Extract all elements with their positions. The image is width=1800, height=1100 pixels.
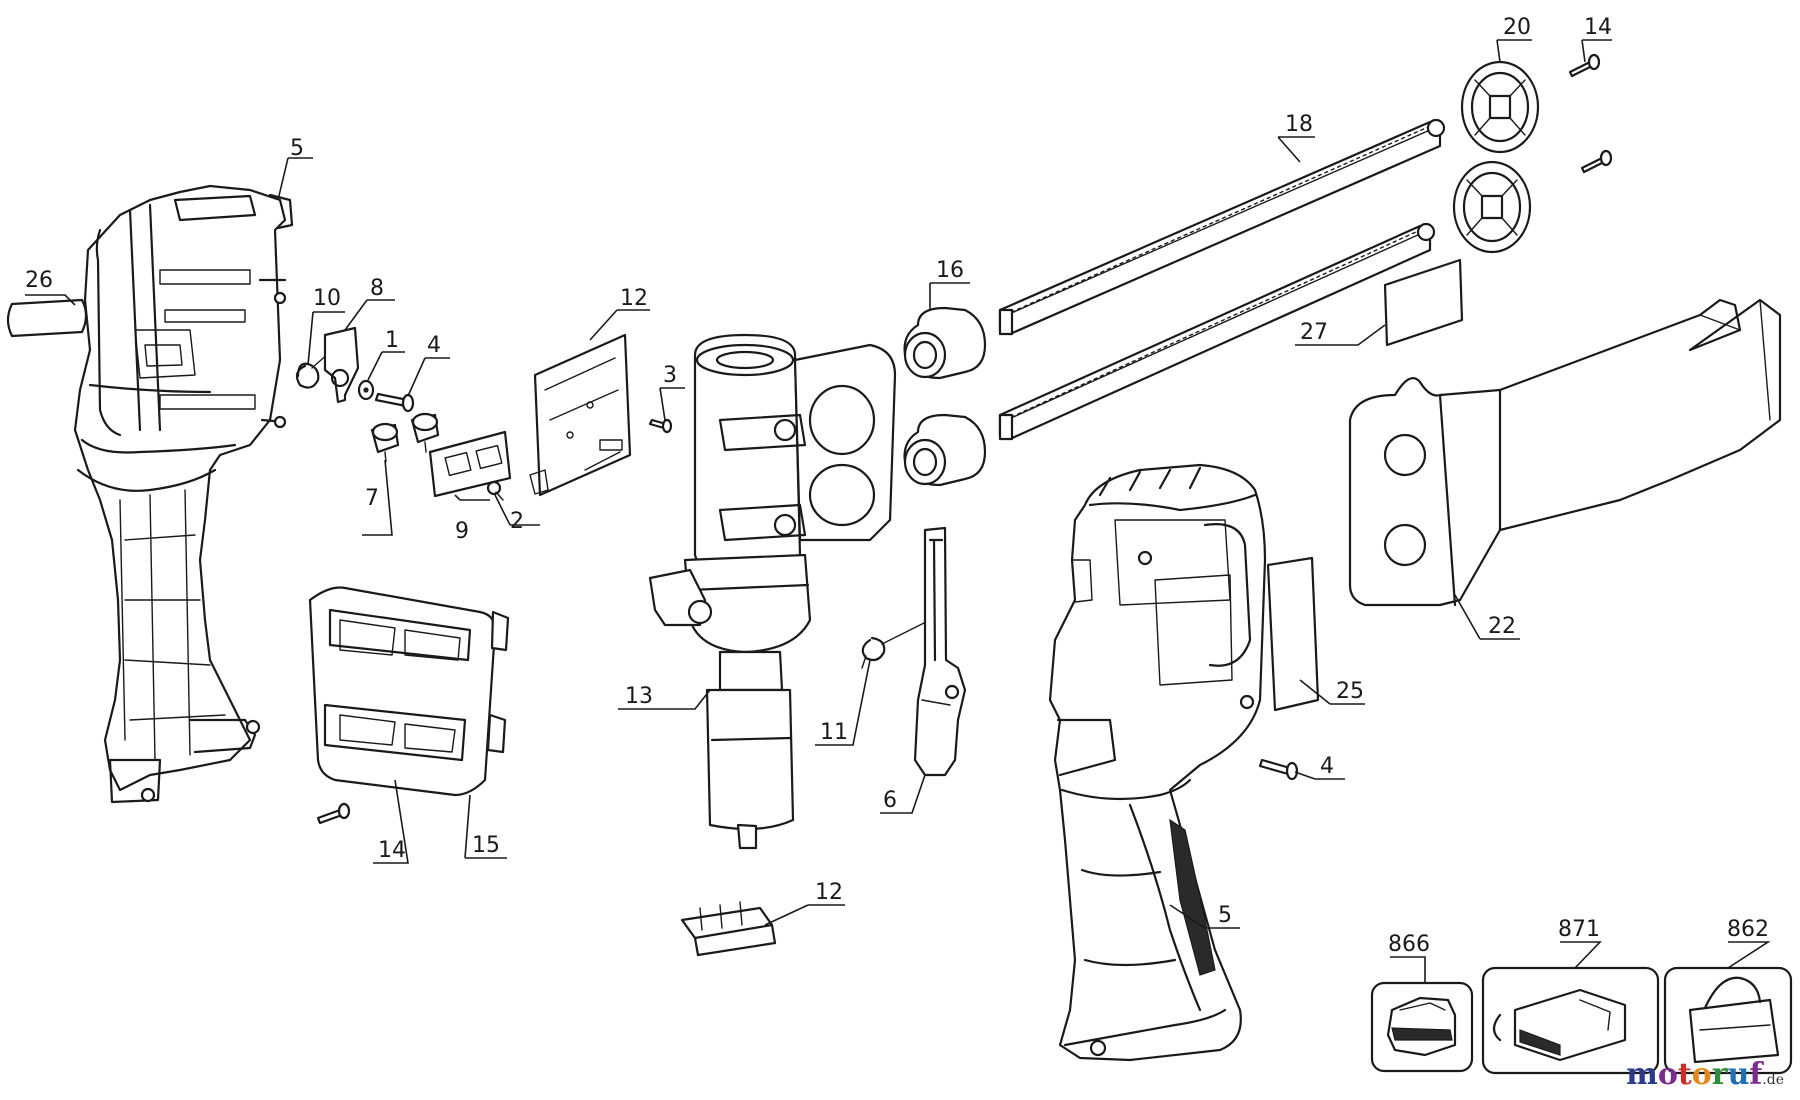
part-12-circuit-board <box>529 333 632 497</box>
label-866: 866 <box>1388 932 1430 957</box>
label-16: 16 <box>936 258 964 283</box>
watermark-text: motoruf <box>1626 1057 1762 1092</box>
part-6-trigger <box>913 526 967 777</box>
label-8: 8 <box>370 276 384 301</box>
part-14-screws-top <box>1568 53 1613 174</box>
label-14-lower: 14 <box>378 838 406 863</box>
accessory-862-bag-box <box>1663 966 1793 1075</box>
watermark-letter: o <box>1657 1057 1678 1092</box>
part-20-end-caps <box>1452 60 1540 254</box>
watermark-letter: o <box>1691 1057 1712 1092</box>
part-3-screw <box>648 418 673 434</box>
part-12-terminal-block <box>680 901 777 957</box>
label-22: 22 <box>1488 614 1516 639</box>
part-4-screw-lower <box>1258 758 1299 781</box>
label-12-board: 12 <box>620 286 648 311</box>
watermark-letter: r <box>1711 1057 1728 1092</box>
label-25: 25 <box>1336 679 1364 704</box>
label-6: 6 <box>883 788 897 813</box>
watermark-letter: f <box>1749 1057 1763 1092</box>
label-4-lower: 4 <box>1320 754 1334 779</box>
label-3: 3 <box>663 363 677 388</box>
part-4-screw-upper <box>374 392 415 413</box>
part-8-switch-lever <box>323 326 360 404</box>
label-18: 18 <box>1285 112 1313 137</box>
label-10: 10 <box>313 286 341 311</box>
label-862: 862 <box>1727 917 1769 942</box>
part-1-washer <box>357 379 375 401</box>
part-5-right-housing <box>1048 463 1267 1062</box>
label-2: 2 <box>510 509 524 534</box>
watermark-letter: t <box>1677 1057 1692 1092</box>
watermark-logo: motoruf.de <box>1626 1057 1784 1092</box>
part-2-screw <box>486 480 504 501</box>
label-27: 27 <box>1300 320 1328 345</box>
label-15: 15 <box>472 833 500 858</box>
part-22-shoe <box>1348 298 1782 607</box>
label-11: 11 <box>820 720 848 745</box>
label-26: 26 <box>25 268 53 293</box>
part-18-racks <box>998 118 1446 441</box>
accessory-866-battery-box <box>1370 981 1474 1073</box>
watermark-tld: .de <box>1762 1072 1784 1088</box>
part-14-screw-lower <box>316 802 351 825</box>
part-13-motor-assembly <box>648 333 897 850</box>
label-20: 20 <box>1503 15 1531 40</box>
label-14-top: 14 <box>1584 15 1612 40</box>
label-9: 9 <box>455 519 469 544</box>
part-7-knobs <box>370 412 440 463</box>
part-25-label <box>1266 556 1320 712</box>
leader-lines <box>25 39 1771 983</box>
part-number-labels: 5 26 10 8 1 4 12 3 7 9 2 16 18 20 14 27 … <box>25 15 1769 957</box>
label-12-block: 12 <box>815 880 843 905</box>
part-11-torsion-spring <box>861 619 931 669</box>
part-15-belt-clip <box>308 586 510 797</box>
label-5-right: 5 <box>1218 903 1232 928</box>
watermark-letter: u <box>1727 1057 1750 1092</box>
watermark-letter: m <box>1626 1057 1658 1092</box>
part-5-left-housing <box>73 184 294 804</box>
part-27-label <box>1383 258 1464 347</box>
label-871: 871 <box>1558 917 1600 942</box>
part-9-plate <box>428 430 512 498</box>
accessory-871-charger-box <box>1481 966 1660 1075</box>
label-1: 1 <box>385 328 399 353</box>
label-4-upper: 4 <box>427 333 441 358</box>
label-13: 13 <box>625 684 653 709</box>
part-16-bushings <box>903 306 987 487</box>
label-7: 7 <box>365 486 379 511</box>
label-5-left: 5 <box>290 136 304 161</box>
